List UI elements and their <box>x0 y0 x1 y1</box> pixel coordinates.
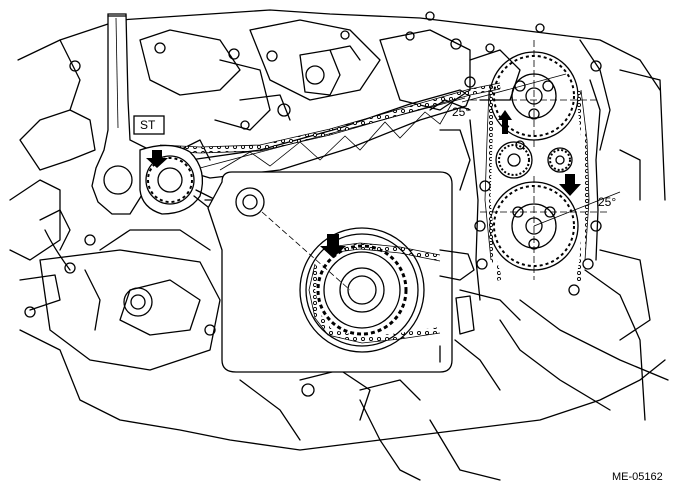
alignment-arrow-crank <box>320 234 346 258</box>
angle-label-lower: 25° <box>598 195 616 209</box>
crank-sprocket-small <box>145 150 195 205</box>
idler-gears <box>495 141 573 179</box>
st-label-group: ST <box>133 115 165 135</box>
timing-chain-right <box>484 89 590 283</box>
alignment-arrow-upper <box>498 110 512 134</box>
figure-code: ME-05162 <box>612 471 663 483</box>
cam-sprocket-lower <box>480 174 621 280</box>
engine-block <box>9 9 669 481</box>
zoom-inset <box>207 171 453 373</box>
timing-chain <box>159 82 501 154</box>
st-label: ST <box>140 118 156 132</box>
special-tool-wrench <box>91 13 204 215</box>
bracket <box>455 295 475 335</box>
tensioner <box>439 249 475 281</box>
alignment-arrow-lower <box>559 174 581 196</box>
angle-label-upper: 25° <box>452 105 470 119</box>
